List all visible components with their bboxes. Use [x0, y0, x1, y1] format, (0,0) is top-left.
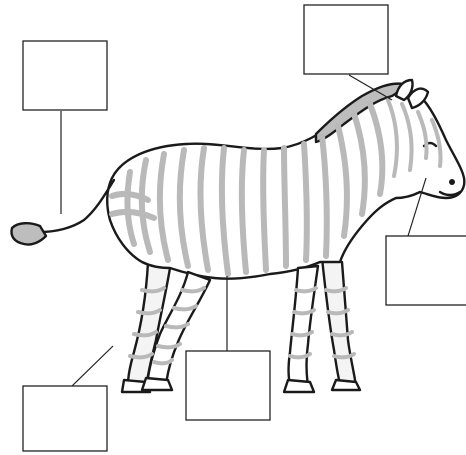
hoof-near-fore — [284, 380, 314, 392]
label-box-mouth[interactable] — [386, 236, 466, 305]
label-box-belly[interactable] — [186, 351, 270, 420]
leader-line-hoof — [72, 346, 113, 386]
label-box-hoof[interactable] — [23, 386, 107, 451]
label-box-ears[interactable] — [304, 5, 388, 74]
zebra-nostril — [449, 179, 455, 185]
zebra-near-fore-leg — [289, 266, 319, 386]
hoof-far-fore — [332, 380, 360, 390]
zebra-tail — [40, 180, 114, 232]
label-box-tail[interactable] — [23, 41, 107, 110]
hoof-near-hind — [142, 378, 172, 390]
zebra-far-fore-leg — [322, 258, 356, 386]
zebra-tail-tuft — [12, 223, 47, 244]
